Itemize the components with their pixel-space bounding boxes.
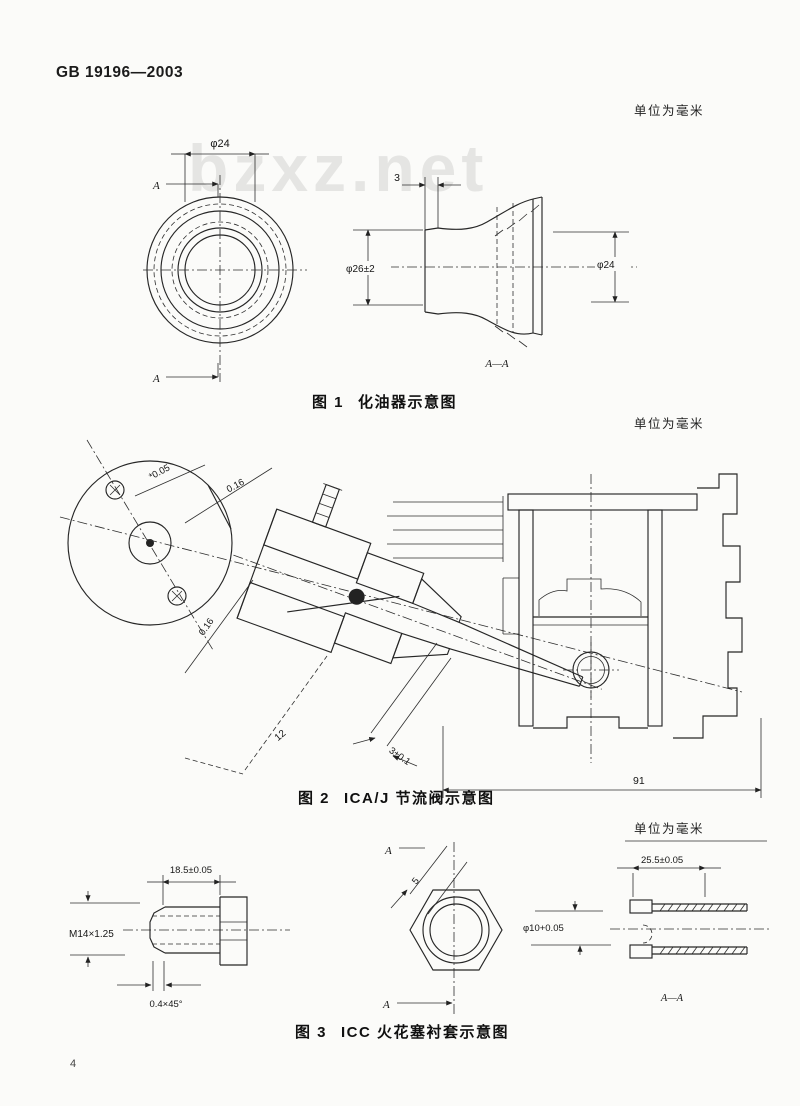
figure1-caption-title: 化油器示意图 [358, 394, 458, 411]
section-letter-a: A [382, 999, 390, 1011]
section-marker-top: A [152, 180, 219, 197]
page-number: 4 [70, 1058, 77, 1070]
figure1-caption-no: 图 1 [312, 394, 345, 411]
dim-label-chamfer: 0.4×45° [149, 999, 182, 1010]
hex-nut [409, 842, 503, 1016]
figure2-dimensions: 91 3±0.1 12 [184, 642, 762, 798]
section-letter-a: A [152, 180, 160, 192]
tolerance-label-upper: *0.05 [147, 463, 172, 483]
dim-label-5: 5 [410, 876, 422, 887]
dim-label-sleeve: 25.5±0.05 [641, 855, 683, 866]
dim-label-bore: φ10+0.05 [523, 923, 564, 934]
watermark: bzxz.net [188, 131, 489, 205]
dim-dia24: φ24 [171, 138, 269, 202]
unit-note-2: 单位为毫米 [634, 417, 705, 431]
unit-note-1: 单位为毫米 [634, 104, 705, 118]
concentric-bores [143, 175, 307, 382]
figure1-front-view-drawing: φ24 A A [143, 138, 307, 385]
sleeve-section [610, 899, 770, 959]
dim-sleeve-length: 25.5±0.05 [617, 855, 721, 897]
dim-dia24-right: φ24 [553, 231, 631, 303]
dim-label-185: 18.5±0.05 [170, 865, 212, 876]
section-marker-top: 5 A [384, 845, 468, 915]
unit-note-3: 单位为毫米 [634, 822, 705, 836]
figure1-caption: 图 1 化油器示意图 [312, 391, 457, 412]
figure2-caption: 图 2 ICA/J 节流阀示意图 [298, 787, 495, 808]
figure3-caption-title: ICC 火花塞衬套示意图 [341, 1024, 510, 1041]
bolt-body [123, 896, 290, 966]
dim-label-gap: 3±0.1 [387, 745, 413, 768]
adjuster-screw [311, 483, 343, 528]
dim-label-dia26: φ26±2 [346, 264, 375, 275]
figure3-caption: 图 3 ICC 火花塞衬套示意图 [295, 1021, 509, 1042]
section-letter-a: A [384, 845, 392, 857]
figure3-hex-view-drawing: 5 A A [382, 842, 503, 1016]
dim-step3: 3 [394, 172, 461, 230]
flange-view: *0.05 0.16 0.16 [59, 439, 743, 693]
dim-label-3: 3 [394, 172, 400, 184]
figure2-caption-no: 图 2 [298, 790, 331, 807]
figure2-assembly-drawing: *0.05 0.16 0.16 [59, 439, 762, 798]
dim-thread: M14×1.25 [69, 891, 140, 967]
figure2-caption-title: ICA/J 节流阀示意图 [344, 790, 495, 807]
section-label: A—A [484, 358, 509, 370]
section-letter-a: A [152, 373, 160, 385]
dim-label-91: 91 [633, 775, 645, 787]
dim-chamfer: 0.4×45° [117, 961, 201, 1010]
venturi-body [353, 196, 637, 348]
dim-label-thread: M14×1.25 [69, 929, 114, 940]
dim-dia26: φ26±2 [345, 229, 423, 306]
tolerance-label-axis: 0.16 [225, 477, 246, 495]
dim-label-dia24: φ24 [597, 260, 615, 271]
figure3-caption-no: 图 3 [295, 1024, 328, 1041]
figure3-section-view-drawing: 25.5±0.05 φ10+0.05 A—A [523, 840, 770, 1004]
dim-label-dia24: φ24 [210, 138, 229, 150]
dim-label-12: 12 [273, 728, 289, 744]
section-label: A—A [660, 993, 684, 1004]
dim-bore: φ10+0.05 [523, 901, 611, 955]
figure3-bolt-view-drawing: 18.5±0.05 M14×1.25 0.4×45° [69, 865, 290, 1010]
valve-body-section [233, 483, 602, 690]
section-marker-bottom: A [382, 999, 453, 1011]
section-marker-bottom: A [152, 363, 219, 385]
document-number: GB 19196—2003 [56, 64, 184, 81]
figure1-section-view-drawing: 3 φ26±2 φ24 A—A [345, 172, 637, 370]
dim-length: 18.5±0.05 [147, 865, 236, 905]
cylinder-section [387, 473, 743, 763]
